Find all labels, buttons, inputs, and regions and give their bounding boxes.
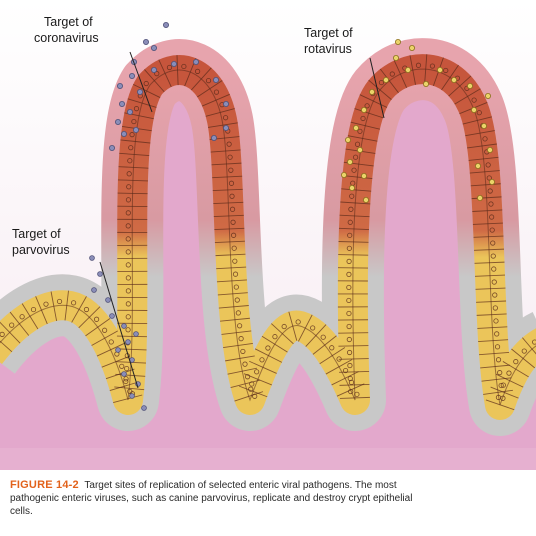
submucosa-base <box>0 448 536 470</box>
cell-border <box>338 333 368 334</box>
caption-line-1: FIGURE 14-2 Target sites of replication … <box>10 479 536 492</box>
coronavirus-label-line1: Target of <box>44 15 93 29</box>
figure-number: FIGURE 14-2 <box>10 479 79 491</box>
parvovirus-label-line2: parvovirus <box>12 243 70 257</box>
cell-border <box>338 255 368 256</box>
coronavirus-label-line2: coronavirus <box>34 31 99 45</box>
caption-text-1: Target sites of replication of selected … <box>84 480 396 491</box>
figure-caption: FIGURE 14-2 Target sites of replication … <box>10 479 536 518</box>
rotavirus-label-line1: Target of <box>304 26 353 40</box>
caption-line-3: cells. <box>10 505 536 518</box>
caption-line-2: pathogenic enteric viruses, such as cani… <box>10 492 536 505</box>
parvovirus-label-line1: Target of <box>12 227 61 241</box>
cell-border <box>338 346 368 347</box>
rotavirus-label-line2: rotavirus <box>304 42 352 56</box>
